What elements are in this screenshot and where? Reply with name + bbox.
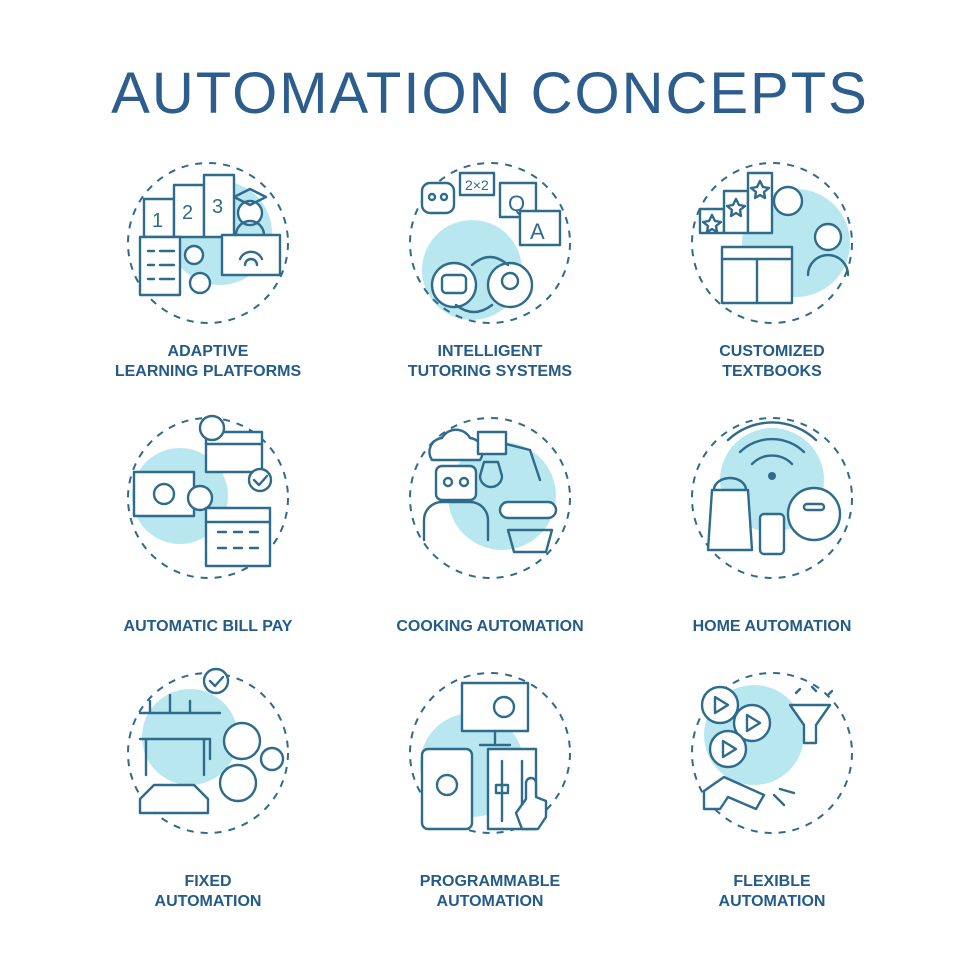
textbook-icon <box>691 162 853 324</box>
concept-label-line1: CUSTOMIZED <box>719 343 825 360</box>
concept-label-line1: FLEXIBLE <box>733 873 811 890</box>
concept-card-home: HOME AUTOMATION <box>622 410 922 660</box>
concept-label-line1: HOME AUTOMATION <box>692 618 852 635</box>
concept-card-flexible: FLEXIBLE AUTOMATION <box>622 665 922 915</box>
fixed-automation-icon <box>127 667 289 834</box>
cooking-robot-icon <box>409 417 571 579</box>
concept-card-cooking: COOKING AUTOMATION <box>340 410 640 660</box>
concept-card-adaptive-learning: 1 2 3 ADAPTIVE LEARNING PLATFORMS <box>58 155 358 405</box>
adaptive-learning-icon: 1 2 3 <box>127 162 289 324</box>
svg-text:Q: Q <box>508 191 525 216</box>
svg-text:1: 1 <box>152 210 163 232</box>
svg-text:2×2: 2×2 <box>465 177 489 193</box>
concept-label-line1: ADAPTIVE <box>167 343 249 360</box>
concept-card-bill-pay: AUTOMATIC BILL PAY <box>58 410 358 660</box>
concept-card-intelligent-tutoring: 2×2 Q A INTELLIGENT TUTORING SYSTEMS <box>340 155 640 405</box>
concept-label-line1: FIXED <box>184 873 232 890</box>
concept-label-line2: AUTOMATION <box>718 893 826 910</box>
concept-label-line2: LEARNING PLATFORMS <box>114 363 302 380</box>
svg-text:3: 3 <box>212 196 223 218</box>
page-title: AUTOMATION CONCEPTS <box>111 61 869 126</box>
programmable-automation-icon <box>409 672 571 834</box>
smart-home-icon <box>691 417 853 579</box>
concept-card-fixed: FIXED AUTOMATION <box>58 665 358 915</box>
concept-card-customized-textbooks: CUSTOMIZED TEXTBOOKS <box>622 155 922 405</box>
bill-pay-icon <box>127 414 289 579</box>
concept-label-line1: INTELLIGENT <box>437 343 543 360</box>
svg-text:A: A <box>530 219 545 244</box>
concept-label-line2: AUTOMATION <box>436 893 544 910</box>
flexible-automation-icon <box>691 672 853 834</box>
concept-label-line2: AUTOMATION <box>154 893 262 910</box>
concept-label-line1: COOKING AUTOMATION <box>396 618 584 635</box>
svg-text:2: 2 <box>182 202 193 224</box>
concept-label-line2: TUTORING SYSTEMS <box>407 363 573 380</box>
concept-card-programmable: PROGRAMMABLE AUTOMATION <box>340 665 640 915</box>
concept-label-line2: TEXTBOOKS <box>722 363 822 380</box>
concept-label-line1: AUTOMATIC BILL PAY <box>123 618 293 635</box>
tutoring-robot-icon: 2×2 Q A <box>409 162 571 324</box>
concept-label-line1: PROGRAMMABLE <box>419 873 561 890</box>
